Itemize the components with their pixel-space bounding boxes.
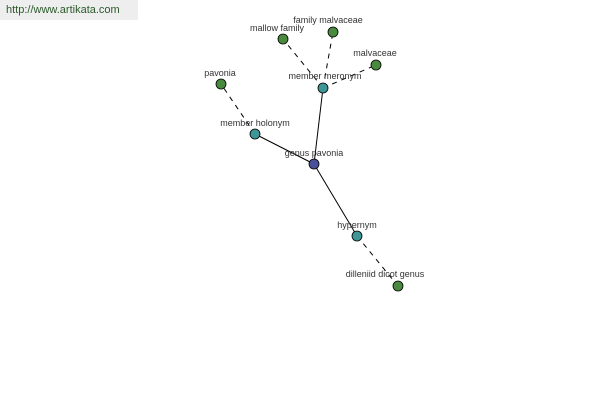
node-label-hypernym[interactable]: hypernym (337, 220, 377, 230)
node-label-famMalv[interactable]: family malvaceae (293, 15, 363, 25)
edge-hypernym-dilleniid (356, 235, 399, 287)
graph-edges (220, 31, 399, 287)
node-label-pavonia[interactable]: pavonia (204, 68, 236, 78)
graph-labels: genus pavonia member meronym member holony… (204, 15, 425, 279)
node-label-meronym[interactable]: member meronym (288, 71, 361, 81)
node-label-dilleniid[interactable]: dilleniid dicot genus (346, 269, 425, 279)
graph-nodes (215, 26, 404, 292)
edge-meronym-mallow (282, 38, 324, 89)
edge-genus-holonym (254, 133, 315, 165)
node-label-holonym[interactable]: member holonym (220, 118, 290, 128)
node-holonym[interactable] (249, 128, 261, 140)
node-pavonia[interactable] (215, 78, 227, 90)
node-hypernym[interactable] (351, 230, 363, 242)
node-malvaceae[interactable] (370, 59, 382, 71)
edge-holonym-pavonia (220, 83, 256, 135)
node-famMalv[interactable] (327, 26, 339, 38)
edge-genus-meronym (313, 87, 324, 165)
watermark-link[interactable]: http://www.artikata.com (0, 0, 138, 20)
node-meronym[interactable] (317, 82, 329, 94)
node-dilleniid[interactable] (392, 280, 404, 292)
edge-genus-hypernym (313, 163, 358, 237)
node-genus[interactable] (308, 158, 320, 170)
node-label-mallow[interactable]: mallow family (250, 23, 305, 33)
node-mallow[interactable] (277, 33, 289, 45)
node-label-genus[interactable]: genus pavonia (285, 148, 344, 158)
node-label-malvaceae[interactable]: malvaceae (353, 48, 397, 58)
